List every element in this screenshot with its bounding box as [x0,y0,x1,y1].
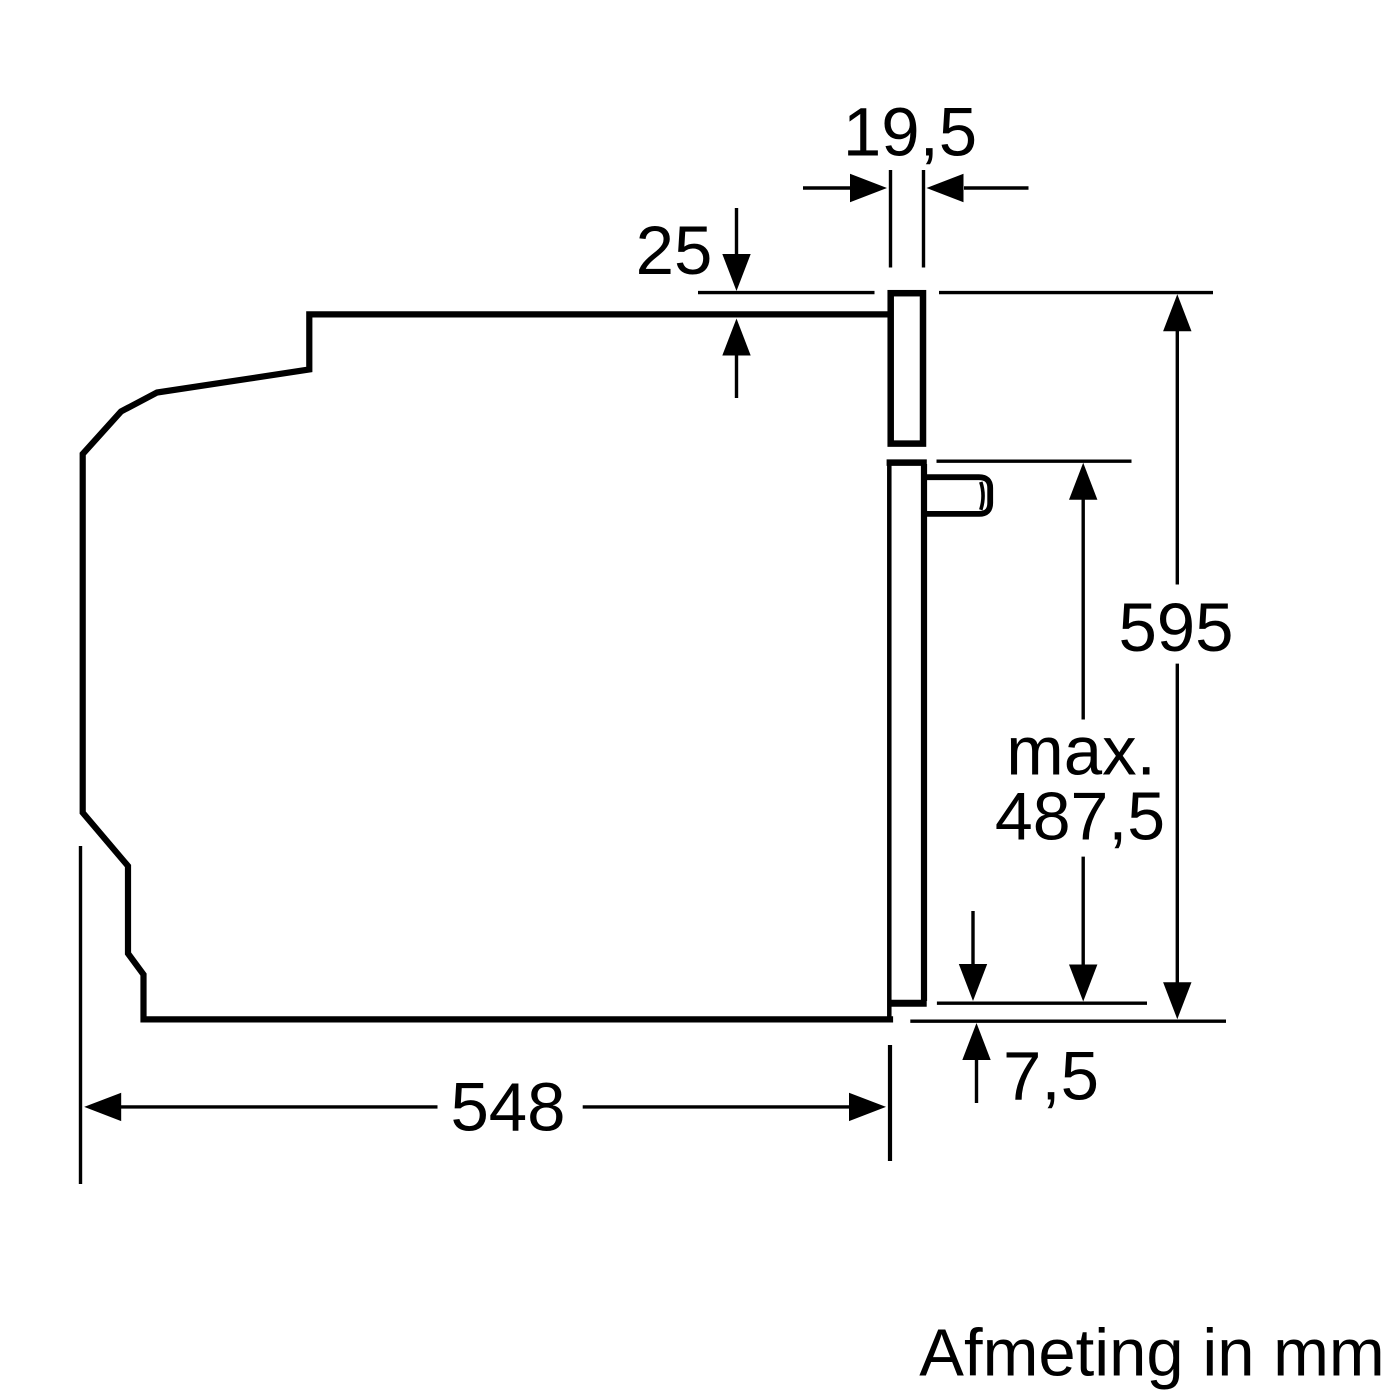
svg-text:Afmeting in mm: Afmeting in mm [919,1316,1384,1391]
svg-text:548: 548 [450,1068,565,1145]
svg-text:7,5: 7,5 [1003,1038,1099,1115]
svg-text:595: 595 [1118,589,1233,666]
svg-text:487,5: 487,5 [995,779,1165,855]
svg-text:25: 25 [636,212,713,289]
svg-text:19,5: 19,5 [843,94,977,171]
svg-text:max.: max. [1006,713,1156,790]
